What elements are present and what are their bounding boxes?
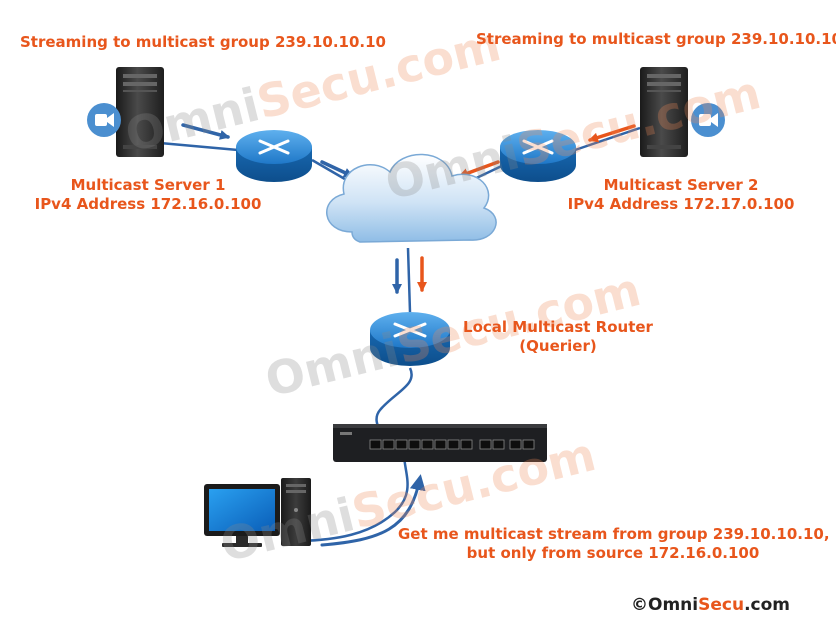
copyright-brand-c: .com [744, 595, 790, 615]
request-line-2: but only from source 172.16.0.100 [398, 544, 828, 563]
router-icon [500, 130, 576, 182]
server1-label: Multicast Server 1 IPv4 Address 172.16.0… [14, 176, 282, 214]
router-icon [236, 130, 312, 182]
server1-name: Multicast Server 1 [14, 176, 282, 195]
camera-icon [691, 103, 725, 137]
server2-ip: IPv4 Address 172.17.0.100 [550, 195, 812, 214]
multicast-server-1 [87, 67, 164, 157]
copyright-brand-b: Secu [698, 595, 744, 615]
cloud-icon [327, 154, 496, 242]
router-1 [236, 130, 312, 182]
switch-icon [333, 424, 547, 462]
stream-label-right: Streaming to multicast group 239.10.10.1… [476, 30, 836, 49]
link-server1-router1 [160, 143, 238, 150]
request-label: Get me multicast stream from group 239.1… [398, 525, 828, 563]
local-router-label: Local Multicast Router (Querier) [458, 318, 658, 356]
link-cloud-router3 [408, 248, 410, 312]
copyright-brand-a: Omni [648, 595, 698, 615]
router-name: Local Multicast Router [458, 318, 658, 337]
workstation-icon [204, 478, 311, 547]
router-icon [370, 312, 450, 366]
server2-name: Multicast Server 2 [550, 176, 812, 195]
server-icon [116, 67, 164, 157]
multicast-server-2 [640, 67, 725, 157]
copyright-symbol: © [631, 595, 648, 615]
link-router2-server2 [575, 128, 640, 150]
arrow-server1-to-router1 [183, 125, 228, 137]
copyright-notice: ©OmniSecu.com [631, 595, 790, 615]
camera-icon [87, 103, 121, 137]
server1-ip: IPv4 Address 172.16.0.100 [14, 195, 282, 214]
server2-label: Multicast Server 2 IPv4 Address 172.17.0… [550, 176, 812, 214]
router-2 [500, 130, 576, 182]
stream-label-left: Streaming to multicast group 239.10.10.1… [20, 33, 386, 52]
server-icon [640, 67, 688, 157]
router-role: (Querier) [458, 337, 658, 356]
request-line-1: Get me multicast stream from group 239.1… [398, 525, 828, 544]
local-multicast-router [370, 312, 450, 366]
